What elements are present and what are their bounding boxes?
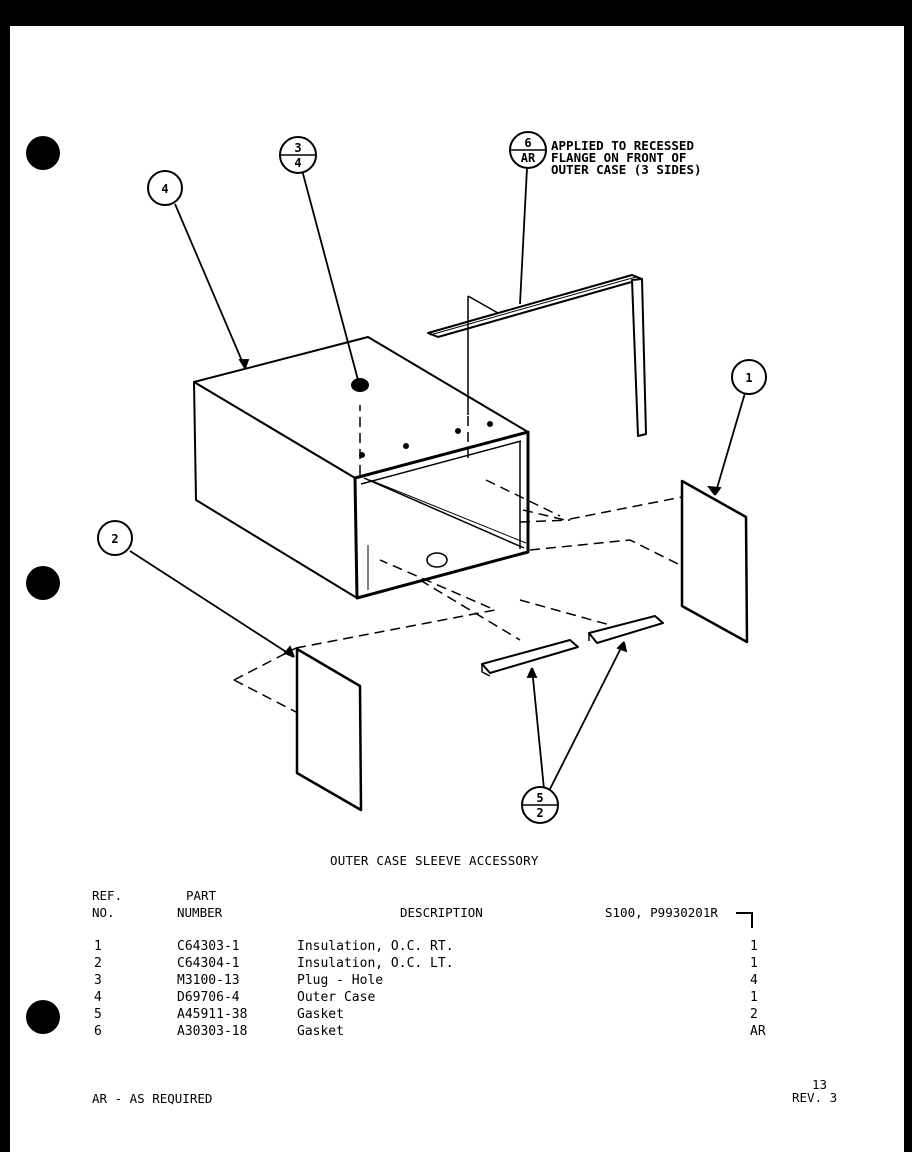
callout-bubble-1 [731, 359, 767, 395]
gasket-strip-right [588, 615, 664, 644]
binder-hole-middle [26, 566, 60, 600]
row-quantity: 1 [750, 990, 758, 1005]
parts-page [10, 26, 904, 1152]
row-part-number: A45911-38 [177, 1007, 248, 1022]
row-quantity: 1 [750, 939, 758, 954]
diagram-caption: OUTER CASE SLEEVE ACCESSORY [330, 853, 539, 868]
row-part-number: M3100-13 [177, 973, 240, 988]
header-part-line-1: PART [186, 888, 217, 903]
callout-bubble-2 [97, 520, 133, 556]
row-description: Gasket [297, 1007, 344, 1022]
row-description: Outer Case [297, 990, 376, 1005]
row-description: Gasket [297, 1024, 344, 1039]
row-ref-no: 5 [94, 1007, 102, 1022]
row-quantity: 1 [750, 956, 758, 971]
row-part-number: D69706-4 [177, 990, 240, 1005]
callout-bubble-4 [147, 170, 183, 206]
bubble-6-ar-bottom-label: AR [521, 151, 536, 165]
gasket-strip-left [481, 639, 579, 674]
header-ref-line-1: REF. [92, 888, 123, 903]
insulation-panel-left [295, 647, 363, 812]
callout-note-line-3: OUTER CASE (3 SIDES) [551, 162, 702, 177]
header-ref-line-2: NO. [92, 905, 115, 920]
row-description: Insulation, O.C. LT. [297, 956, 454, 971]
bubble-3-4-bottom-label: 4 [294, 156, 301, 170]
row-description: Insulation, O.C. RT. [297, 939, 454, 954]
row-ref-no: 6 [94, 1024, 102, 1039]
row-part-number: C64304-1 [177, 956, 240, 971]
header-description: DESCRIPTION [400, 905, 483, 920]
insulation-panel-right [680, 479, 749, 644]
bubble-4-label: 4 [161, 182, 168, 196]
callout-note-line-1: APPLIED TO RECESSED [551, 138, 694, 153]
bubble-2-label: 2 [111, 532, 118, 546]
row-ref-no: 1 [94, 939, 102, 954]
bubble-5-2-bottom-label: 2 [536, 806, 543, 820]
header-part-line-2: NUMBER [177, 905, 223, 920]
binder-hole-top [26, 136, 60, 170]
row-part-number: C64303-1 [177, 939, 240, 954]
row-ref-no: 2 [94, 956, 102, 971]
row-quantity: AR [750, 1024, 766, 1039]
callout-note-line-2: FLANGE ON FRONT OF [551, 150, 686, 165]
bubble-3-4-top-label: 3 [294, 141, 301, 155]
page-number: 13 [812, 1077, 828, 1092]
row-ref-no: 4 [94, 990, 102, 1005]
row-quantity: 2 [750, 1007, 758, 1022]
row-quantity: 4 [750, 973, 758, 988]
header-model: S100, P9930201R [605, 905, 718, 920]
row-description: Plug - Hole [297, 973, 384, 988]
row-part-number: A30303-18 [177, 1024, 248, 1039]
bubble-6-ar-top-label: 6 [524, 136, 531, 150]
bubble-5-2-top-label: 5 [536, 791, 543, 805]
footer-legend: AR - AS REQUIRED [92, 1091, 213, 1106]
row-ref-no: 3 [94, 973, 102, 988]
revision-label: REV. 3 [792, 1090, 838, 1105]
binder-hole-bottom [26, 1000, 60, 1034]
bubble-1-label: 1 [745, 371, 752, 385]
